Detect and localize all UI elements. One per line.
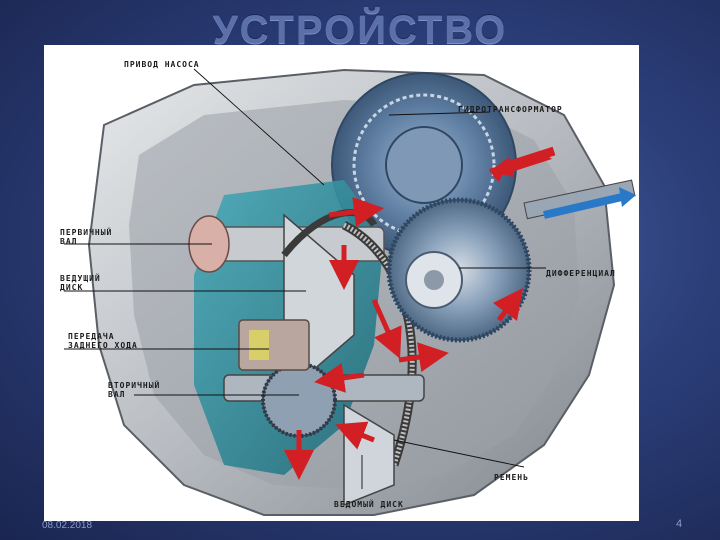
cvt-cutaway-illustration: [64, 68, 636, 516]
torque-converter-hub: [385, 126, 463, 204]
flow-arrow: [493, 288, 523, 322]
cvt-diagram: ПРИВОД НАСОСА ГИДРОТРАНСФОРМАТОР ПЕРВИЧН…: [44, 45, 639, 521]
input-arrow-head: [489, 157, 514, 177]
flow-arrow: [335, 421, 375, 450]
differential-center: [424, 270, 444, 290]
belt-links: [342, 222, 415, 466]
differential-gear-teeth: [386, 197, 532, 343]
reverse-gear-detail: [249, 330, 269, 360]
label-belt: РЕМЕНЬ: [494, 473, 529, 482]
flow-arrow: [314, 363, 365, 393]
output-arrow-head: [619, 187, 636, 207]
label-differential: ДИФФЕРЕНЦИАЛ: [546, 269, 616, 278]
flow-arrows: [284, 196, 523, 480]
slide-page-number: 4: [676, 518, 683, 530]
flow-arrow: [371, 298, 402, 359]
leader-lines: [64, 68, 546, 489]
output-arrow-body: [543, 193, 623, 219]
slide-title: УСТРОЙСТВО: [212, 8, 508, 52]
label-pump-drive: ПРИВОД НАСОСА: [124, 60, 200, 69]
flow-arrow: [328, 196, 384, 227]
label-reverse-gear: ПЕРЕДАЧА ЗАДНЕГО ХОДА: [68, 332, 138, 350]
input-arrow: [489, 157, 552, 182]
label-secondary-shaft: ВТОРИЧНЫЙ ВАЛ: [108, 381, 161, 399]
torque-converter-blades: [352, 93, 496, 237]
flow-arrow: [398, 342, 449, 372]
label-driven-disc: ВЕДОМЫЙ ДИСК: [334, 500, 404, 509]
label-torque-converter: ГИДРОТРАНСФОРМАТОР: [458, 105, 563, 114]
label-primary-shaft: ПЕРВИЧНЫЙ ВАЛ: [60, 228, 113, 246]
slide-date: 08.02.2018: [42, 520, 93, 531]
input-arrow-body: [502, 146, 556, 172]
label-drive-disc: ВЕДУЩИЙ ДИСК: [60, 274, 101, 292]
